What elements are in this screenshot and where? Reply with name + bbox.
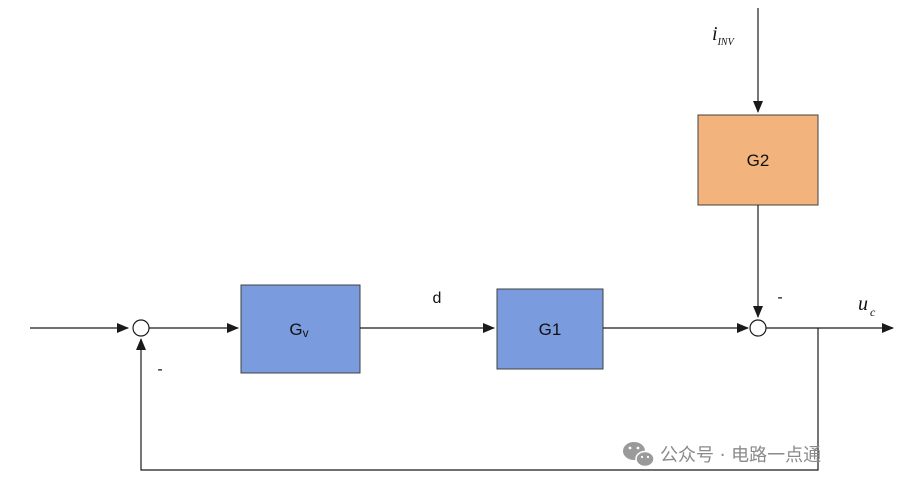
g1-block-label: G1 xyxy=(539,320,562,339)
g2-block xyxy=(697,114,819,206)
g1-block xyxy=(496,288,604,370)
minus-sign-g2: - xyxy=(777,289,782,306)
watermark: 公众号 · 电路一点通 xyxy=(623,442,821,468)
summing-junction-1 xyxy=(132,319,150,337)
iinv-label: iINV xyxy=(712,23,736,48)
gv-block-label: Gv xyxy=(289,320,308,340)
summing-junction-2 xyxy=(749,319,767,337)
signal-d-label: d xyxy=(433,290,442,307)
feedback-path xyxy=(136,328,819,471)
minus-sign-feedback: - xyxy=(157,361,162,378)
wechat-icon xyxy=(623,442,655,468)
gv-block xyxy=(240,284,361,374)
watermark-text: 公众号 · 电路一点通 xyxy=(660,445,821,466)
g2-block-label: G2 xyxy=(747,151,770,170)
